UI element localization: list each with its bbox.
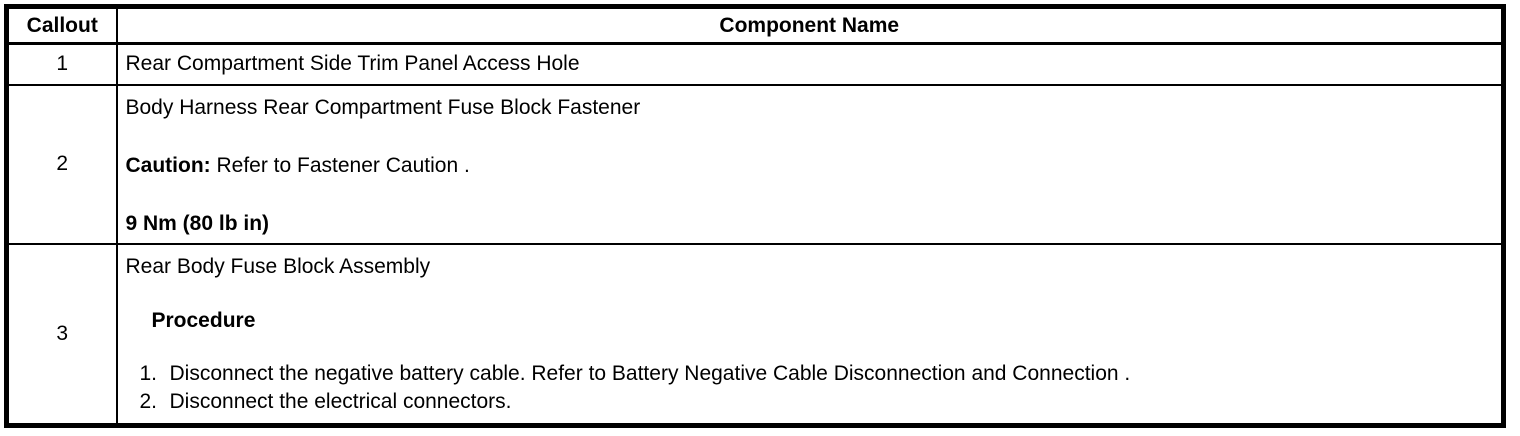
component-callout-table: Callout Component Name 1 Rear Compartmen… <box>4 4 1506 428</box>
component-cell: Body Harness Rear Compartment Fuse Block… <box>115 83 1505 245</box>
callout-column-header: Callout <box>5 5 118 45</box>
procedure-step: 2. Disconnect the electrical connectors. <box>126 388 1492 416</box>
step-text: Disconnect the negative battery cable. R… <box>169 361 1131 385</box>
table-header-row: Callout Component Name <box>5 5 1505 45</box>
procedure-steps: 1. Disconnect the negative battery cable… <box>126 360 1492 416</box>
callout-number: 1 <box>5 42 118 86</box>
component-name: Body Harness Rear Compartment Fuse Block… <box>125 95 641 119</box>
component-name: Rear Body Fuse Block Assembly <box>125 254 431 278</box>
callout-number: 2 <box>5 83 118 245</box>
component-cell: Rear Body Fuse Block Assembly Procedure … <box>115 242 1505 427</box>
caution-text: Refer to Fastener Caution . <box>216 153 470 177</box>
step-number: 1. <box>139 361 158 385</box>
component-name-column-header: Component Name <box>115 5 1505 45</box>
table-row: 2 Body Harness Rear Compartment Fuse Blo… <box>5 83 1505 245</box>
component-name: Rear Compartment Side Trim Panel Access … <box>115 42 1505 86</box>
table-row: 1 Rear Compartment Side Trim Panel Acces… <box>5 42 1505 86</box>
caution-label: Caution: <box>125 153 211 177</box>
procedure-step: 1. Disconnect the negative battery cable… <box>126 360 1492 388</box>
caution-note: Caution: Refer to Fastener Caution . <box>126 153 1492 179</box>
callout-number: 3 <box>5 242 118 427</box>
procedure-heading: Procedure <box>151 308 256 332</box>
torque-spec: 9 Nm (80 lb in) <box>125 211 270 235</box>
step-text: Disconnect the electrical connectors. <box>169 389 512 413</box>
step-number: 2. <box>139 389 158 413</box>
table-row: 3 Rear Body Fuse Block Assembly Procedur… <box>5 242 1505 427</box>
